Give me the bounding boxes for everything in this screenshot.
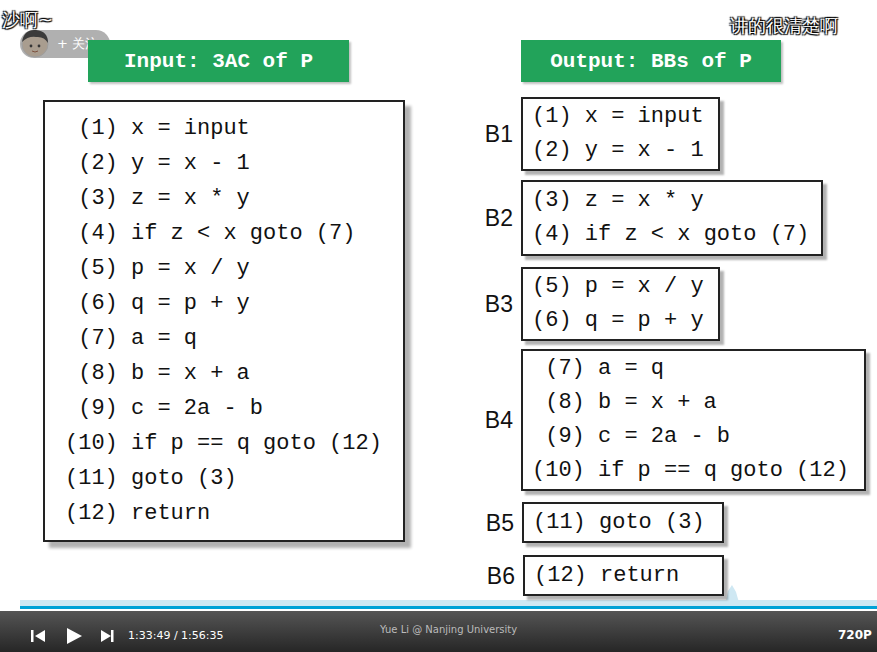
block-label: B3 — [485, 293, 513, 316]
code-line: (9) c = 2a - b — [532, 420, 854, 454]
block-label: B2 — [485, 207, 513, 230]
code-line: (3) z = x * y — [532, 184, 811, 218]
control-bar — [0, 611, 877, 652]
code-line: (8) b = x + a — [65, 356, 383, 391]
section-header: Output: BBs of P — [521, 40, 781, 82]
code-line: (5) p = x / y — [65, 251, 383, 286]
code-line: (11) goto (3) — [533, 506, 712, 540]
next-icon — [111, 630, 114, 642]
block-label: B5 — [486, 511, 514, 534]
code-line: (7) a = q — [532, 352, 854, 386]
watermark-holder: Yue Li @ Nanjing University — [380, 624, 517, 635]
time-display: 1:33:49 / 1:56:35 — [128, 629, 224, 642]
block-label-holder: B5 — [486, 511, 514, 534]
basic-block: B6(12) return — [523, 555, 724, 596]
danmaku-comment-holder: 沙啊~ — [2, 8, 53, 32]
basic-block: B1(1) x = input(2) y = x - 1 — [521, 97, 720, 171]
box-text: Input: 3AC of P — [124, 50, 313, 73]
code-line: (10) if p == q goto (12) — [532, 454, 854, 488]
prev-icon — [31, 630, 34, 642]
prev-icon — [35, 630, 45, 642]
block-label: B4 — [485, 409, 513, 432]
danmaku-comment: 沙啊~ — [2, 8, 53, 32]
basic-block: B5(11) goto (3) — [522, 502, 724, 543]
code-line: (4) if z < x goto (7) — [532, 218, 811, 252]
waveform — [20, 600, 877, 606]
play-icon — [67, 628, 82, 644]
code-line: (1) x = input — [532, 100, 708, 134]
basic-block: B4(7) a = q(8) b = x + a(9) c = 2a - b(1… — [521, 349, 866, 491]
code-line: (2) y = x - 1 — [65, 146, 383, 181]
code-line: (3) z = x * y — [65, 181, 383, 216]
box-text: Output: BBs of P — [550, 50, 752, 73]
code-line: (1) x = input — [65, 111, 383, 146]
basic-block: B3(5) p = x / y(6) q = p + y — [521, 267, 720, 341]
watermark: Yue Li @ Nanjing University — [380, 624, 517, 635]
progress-bar — [20, 606, 877, 609]
code-line: (6) q = p + y — [65, 286, 383, 321]
code-line: (8) b = x + a — [532, 386, 854, 420]
danmaku-comment-holder: 讲的很清楚啊 — [730, 14, 838, 38]
basic-block: B2(3) z = x * y(4) if z < x goto (7) — [521, 180, 823, 256]
code-line: (11) goto (3) — [65, 461, 383, 496]
block-label: B1 — [485, 123, 513, 146]
time-display-holder: 1:33:49 / 1:56:35 — [128, 629, 224, 642]
next-icon — [101, 630, 111, 642]
block-label-holder: B6 — [487, 564, 515, 587]
danmaku-comment: 讲的很清楚啊 — [730, 14, 838, 38]
section-header: Input: 3AC of P — [88, 40, 349, 82]
code-line: (7) a = q — [65, 321, 383, 356]
code-line: (5) p = x / y — [532, 270, 708, 304]
code-line: (12) return — [65, 496, 383, 531]
code-line: (6) q = p + y — [532, 304, 708, 338]
block-label-holder: B3 — [485, 293, 513, 316]
block-label: B6 — [487, 564, 515, 587]
block-label-holder: B4 — [485, 409, 513, 432]
code-line: (4) if z < x goto (7) — [65, 216, 383, 251]
code-line: (2) y = x - 1 — [532, 134, 708, 168]
quality-label: 720P — [838, 628, 872, 642]
code-box: (1) x = input(2) y = x - 1(3) z = x * y(… — [43, 100, 405, 542]
waveform-peak — [725, 585, 740, 606]
block-label-holder: B2 — [485, 207, 513, 230]
code-line: (9) c = 2a - b — [65, 391, 383, 426]
quality-label-holder: 720P — [838, 628, 872, 642]
block-label-holder: B1 — [485, 123, 513, 146]
code-line: (10) if p == q goto (12) — [65, 426, 383, 461]
code-line: (12) return — [534, 559, 712, 593]
